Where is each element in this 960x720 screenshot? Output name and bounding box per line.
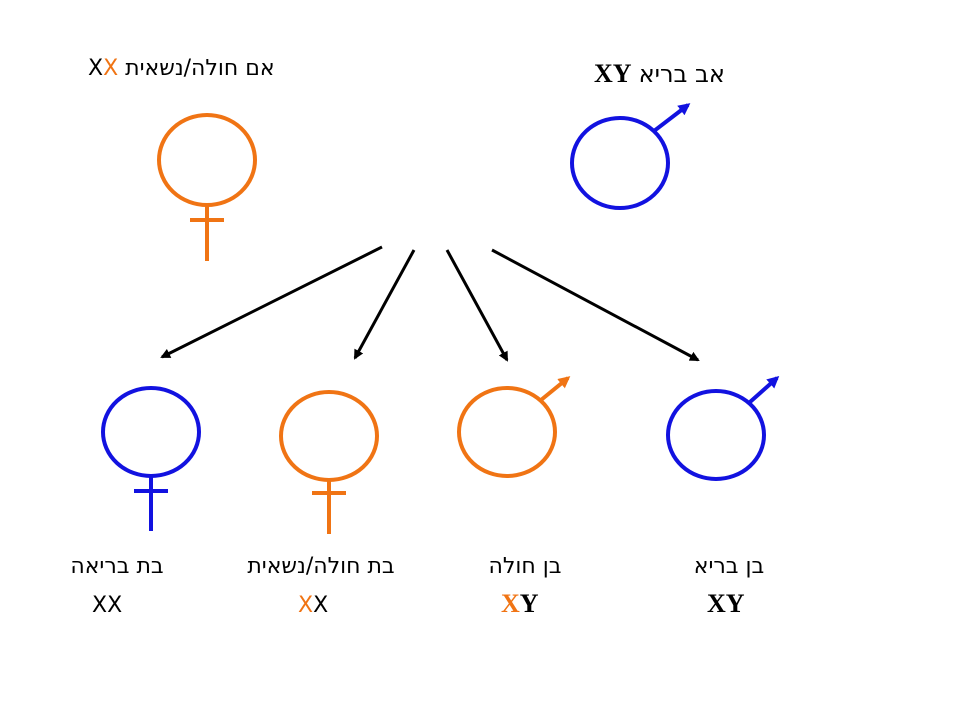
- affected-son-genotype: XY: [501, 589, 539, 619]
- healthy-son-allele-2: Y: [725, 589, 745, 618]
- inheritance-arrows: [160, 245, 700, 362]
- affected-son-allele-1: X: [501, 589, 520, 618]
- arrow-to-healthy-daughter: [160, 245, 383, 359]
- healthy-son-genotype: XY: [707, 589, 745, 619]
- arrow-to-carrier-daughter: [353, 249, 416, 360]
- father-male-symbol: [570, 103, 691, 210]
- arrow-to-healthy-son: [491, 248, 700, 362]
- mother-allele-2: X: [103, 56, 119, 81]
- mother-female-symbol: [157, 113, 257, 261]
- healthy-daughter-female-symbol: [101, 386, 201, 531]
- affected-son-male-symbol: [457, 376, 571, 478]
- carrier-daughter-allele-2: X: [313, 593, 329, 618]
- father-genotype: XY: [594, 59, 632, 88]
- mother-label: אם חולה/נשאית: [125, 56, 275, 81]
- healthy-son-allele-1: X: [707, 589, 726, 618]
- carrier-daughter-label: בת חולה/נשאית: [247, 554, 395, 579]
- healthy-daughter-allele-1: X: [92, 593, 108, 618]
- healthy-son-label: בן בריא: [693, 554, 765, 579]
- father-allele-2: Y: [612, 59, 632, 88]
- healthy-daughter-label: בת בריאה: [70, 554, 164, 579]
- healthy-son-male-symbol: [666, 376, 780, 481]
- father-label: אב בריא: [638, 60, 725, 88]
- mother-genotype: XX: [88, 56, 118, 81]
- mother-allele-1: X: [88, 56, 104, 81]
- father-label-row: XY אב בריא: [594, 59, 725, 89]
- carrier-daughter-genotype: XX: [298, 593, 328, 618]
- healthy-daughter-allele-2: X: [107, 593, 123, 618]
- carrier-daughter-allele-1: X: [298, 593, 314, 618]
- affected-son-label: בן חולה: [488, 554, 562, 579]
- affected-son-allele-2: Y: [519, 589, 539, 618]
- father-allele-1: X: [594, 59, 613, 88]
- healthy-daughter-genotype: XX: [92, 593, 122, 618]
- carrier-daughter-female-symbol: [279, 390, 379, 534]
- arrow-to-affected-son: [445, 249, 509, 362]
- mother-label-row: XX אם חולה/נשאית: [88, 56, 275, 81]
